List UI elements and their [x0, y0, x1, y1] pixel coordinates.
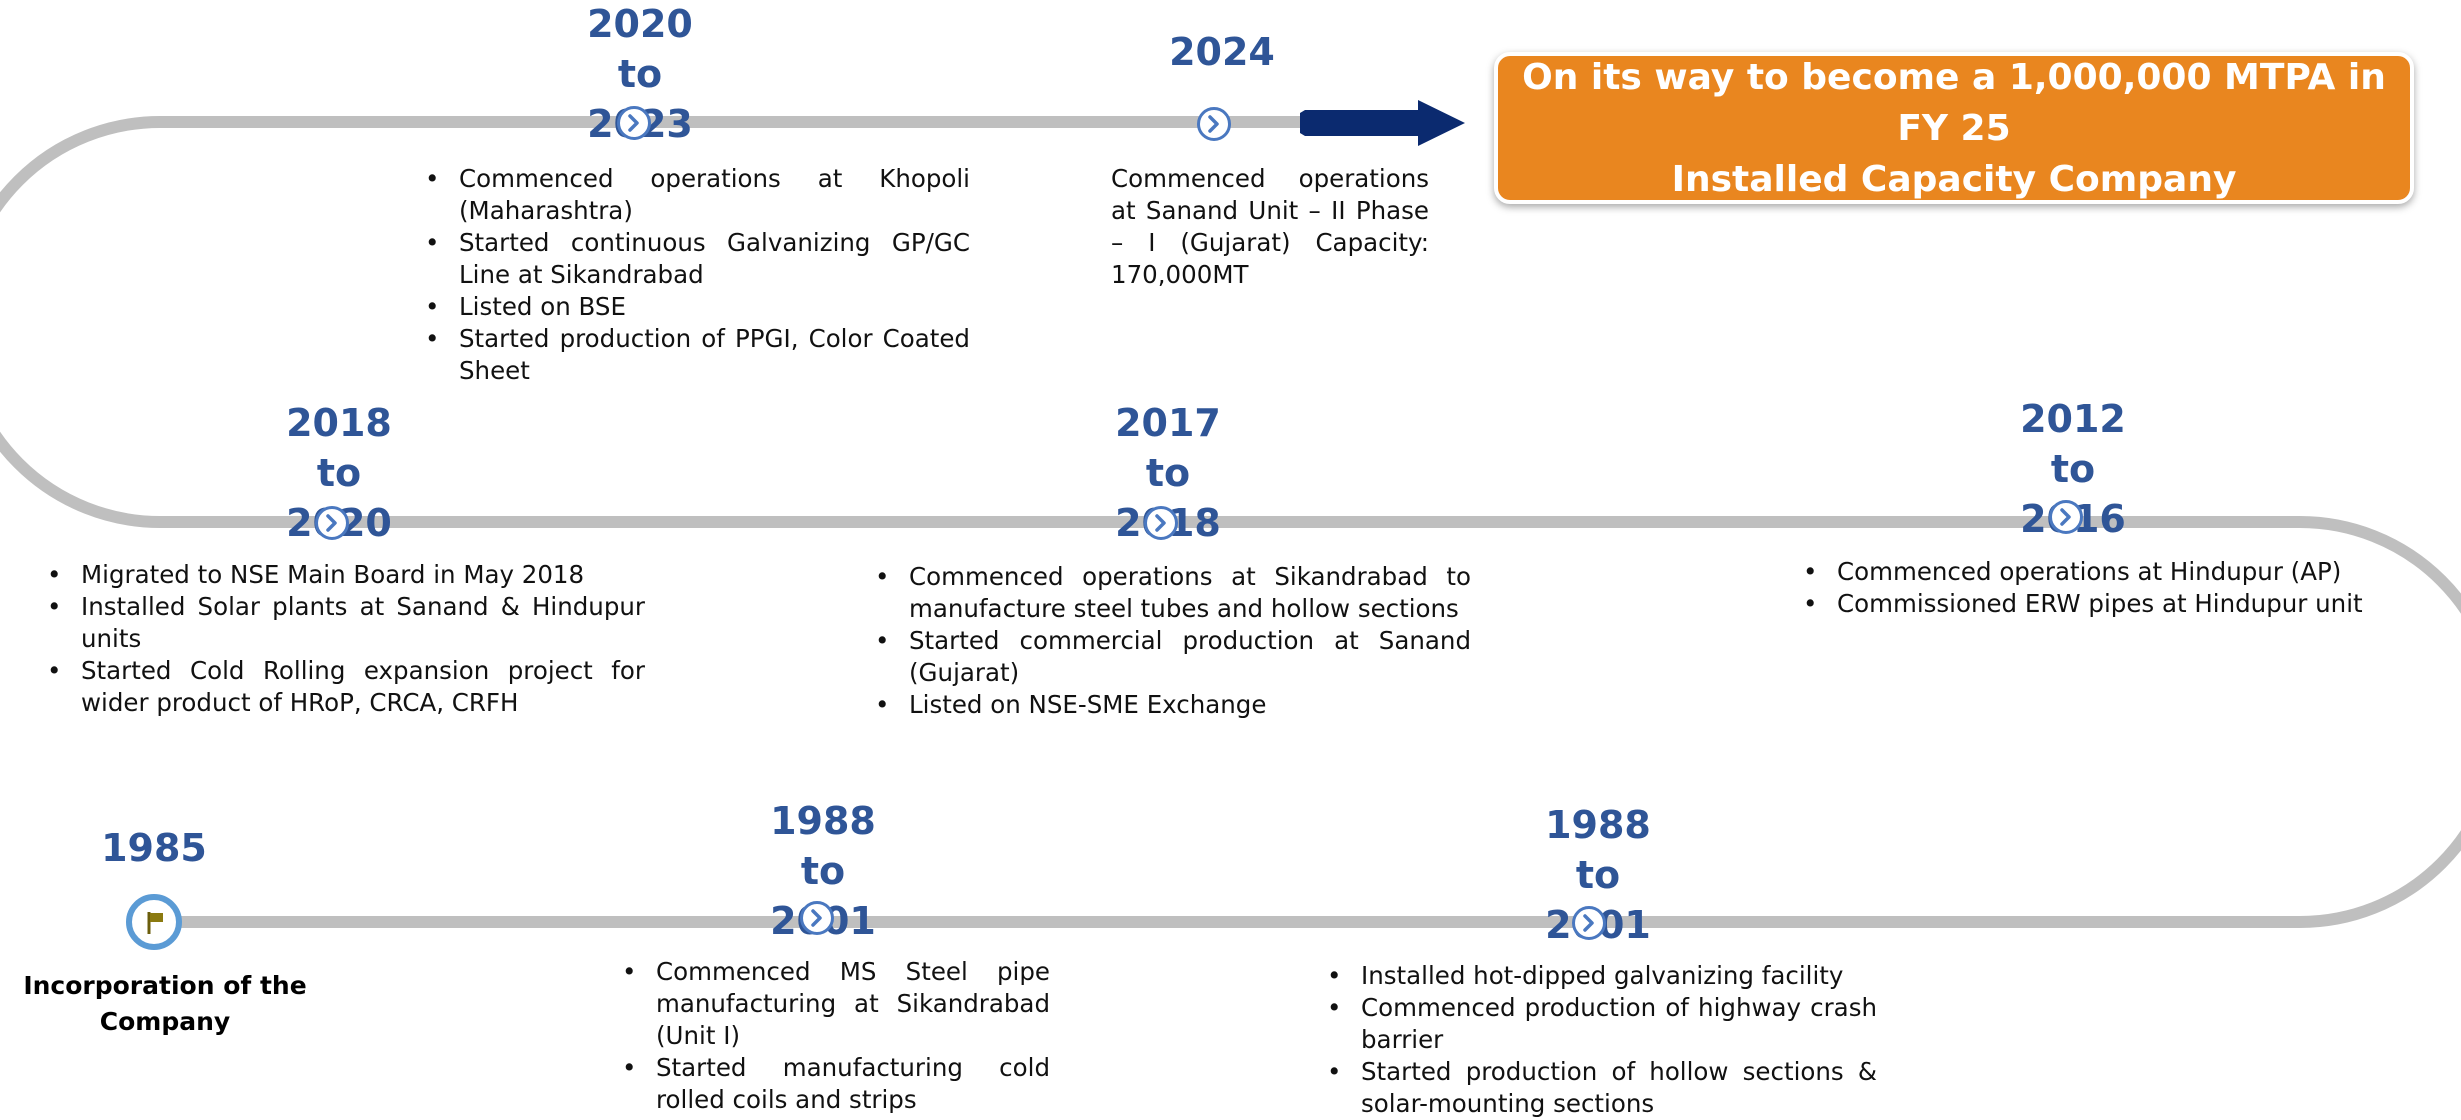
goal-text-line1: On its way to become a 1,000,000 MTPA in… [1522, 56, 2386, 149]
chevron-right-icon [2060, 508, 2071, 526]
year-label-2017-2018: 2017 to 2018 [1088, 398, 1248, 548]
bullet-item: Started production of hollow sections & … [1321, 1056, 1877, 1120]
year-line1: 1988 to [1545, 803, 1651, 897]
bullet-item: Installed Solar plants at Sanand & Hindu… [41, 591, 645, 655]
year-line1: 2024 [1169, 30, 1275, 74]
bullets-2020-2023: Commenced operations at Khopoli (Maharas… [419, 163, 970, 387]
flag-icon [147, 912, 163, 934]
text-2024: Commenced operations at Sanand Unit – II… [1111, 164, 1429, 289]
start-marker [126, 894, 182, 950]
label-line2: Company [99, 1007, 231, 1036]
track-line-top [0, 116, 2461, 928]
bullet-item: Commenced operations at Sikandrabad to m… [869, 561, 1471, 625]
chevron-right-icon [1155, 514, 1166, 532]
bullet-item: Commenced production of highway crash ba… [1321, 992, 1877, 1056]
chevron-right-icon [326, 514, 337, 532]
year-line1: 2012 to [2020, 397, 2126, 491]
goal-text-line2: Installed Capacity Company [1671, 158, 2237, 200]
chevron-right-icon [1583, 914, 1594, 932]
year-label-2024: 2024 [1142, 27, 1302, 77]
bullet-item: Commissioned ERW pipes at Hindupur unit [1797, 588, 2397, 620]
incorporation-label: Incorporation of the Company [20, 968, 310, 1040]
chevron-right-icon [811, 909, 822, 927]
chevron-marker-2020 [617, 106, 651, 140]
bullet-item: Listed on BSE [419, 291, 970, 323]
label-line1: Incorporation of the [23, 971, 307, 1000]
bullet-item: Started manufacturing cold rolled coils … [616, 1052, 1050, 1116]
year-line1: 1988 to [770, 799, 876, 893]
year-line1: 2020 to [587, 2, 693, 96]
bullets-1988-2001-a: Commenced MS Steel pipe manufacturing at… [616, 956, 1050, 1116]
arrow-shape [1300, 100, 1465, 146]
chevron-marker-2024 [1197, 107, 1231, 141]
bullet-item: Commenced MS Steel pipe manufacturing at… [616, 956, 1050, 1052]
chevron-marker-1988a [800, 901, 834, 935]
bullet-item: Migrated to NSE Main Board in May 2018 [41, 559, 645, 591]
goal-callout-box: On its way to become a 1,000,000 MTPA in… [1494, 52, 2414, 204]
chevron-right-icon [1208, 115, 1219, 133]
bullets-2018-2020: Migrated to NSE Main Board in May 2018 I… [41, 559, 645, 719]
chevron-marker-2012 [2049, 500, 2083, 534]
bullet-item: Commenced operations at Khopoli (Maharas… [419, 163, 970, 227]
chevron-marker-2017 [1144, 506, 1178, 540]
chevron-right-icon [628, 114, 639, 132]
bullet-item: Installed hot-dipped galvanizing facilit… [1321, 960, 1877, 992]
bullets-2017-2018: Commenced operations at Sikandrabad to m… [869, 561, 1471, 721]
year-line1: 1985 [101, 826, 207, 870]
bullets-1988-2001-b: Installed hot-dipped galvanizing facilit… [1321, 960, 1877, 1120]
bullet-item: Started Cold Rolling expansion project f… [41, 655, 645, 719]
bullet-item: Listed on NSE-SME Exchange [869, 689, 1471, 721]
bullets-2012-2016: Commenced operations at Hindupur (AP) Co… [1797, 556, 2397, 620]
year-line1: 2018 to [286, 401, 392, 495]
year-line1: 2017 to [1115, 401, 1221, 495]
bullet-item: Commenced operations at Hindupur (AP) [1797, 556, 2397, 588]
chevron-marker-1988b [1572, 906, 1606, 940]
year-label-1985: 1985 [74, 823, 234, 873]
bullet-item: Started commercial production at Sanand … [869, 625, 1471, 689]
bullet-item: Started production of PPGI, Color Coated… [419, 323, 970, 387]
bullet-item: Started continuous Galvanizing GP/GC Lin… [419, 227, 970, 291]
chevron-marker-2018 [315, 506, 349, 540]
